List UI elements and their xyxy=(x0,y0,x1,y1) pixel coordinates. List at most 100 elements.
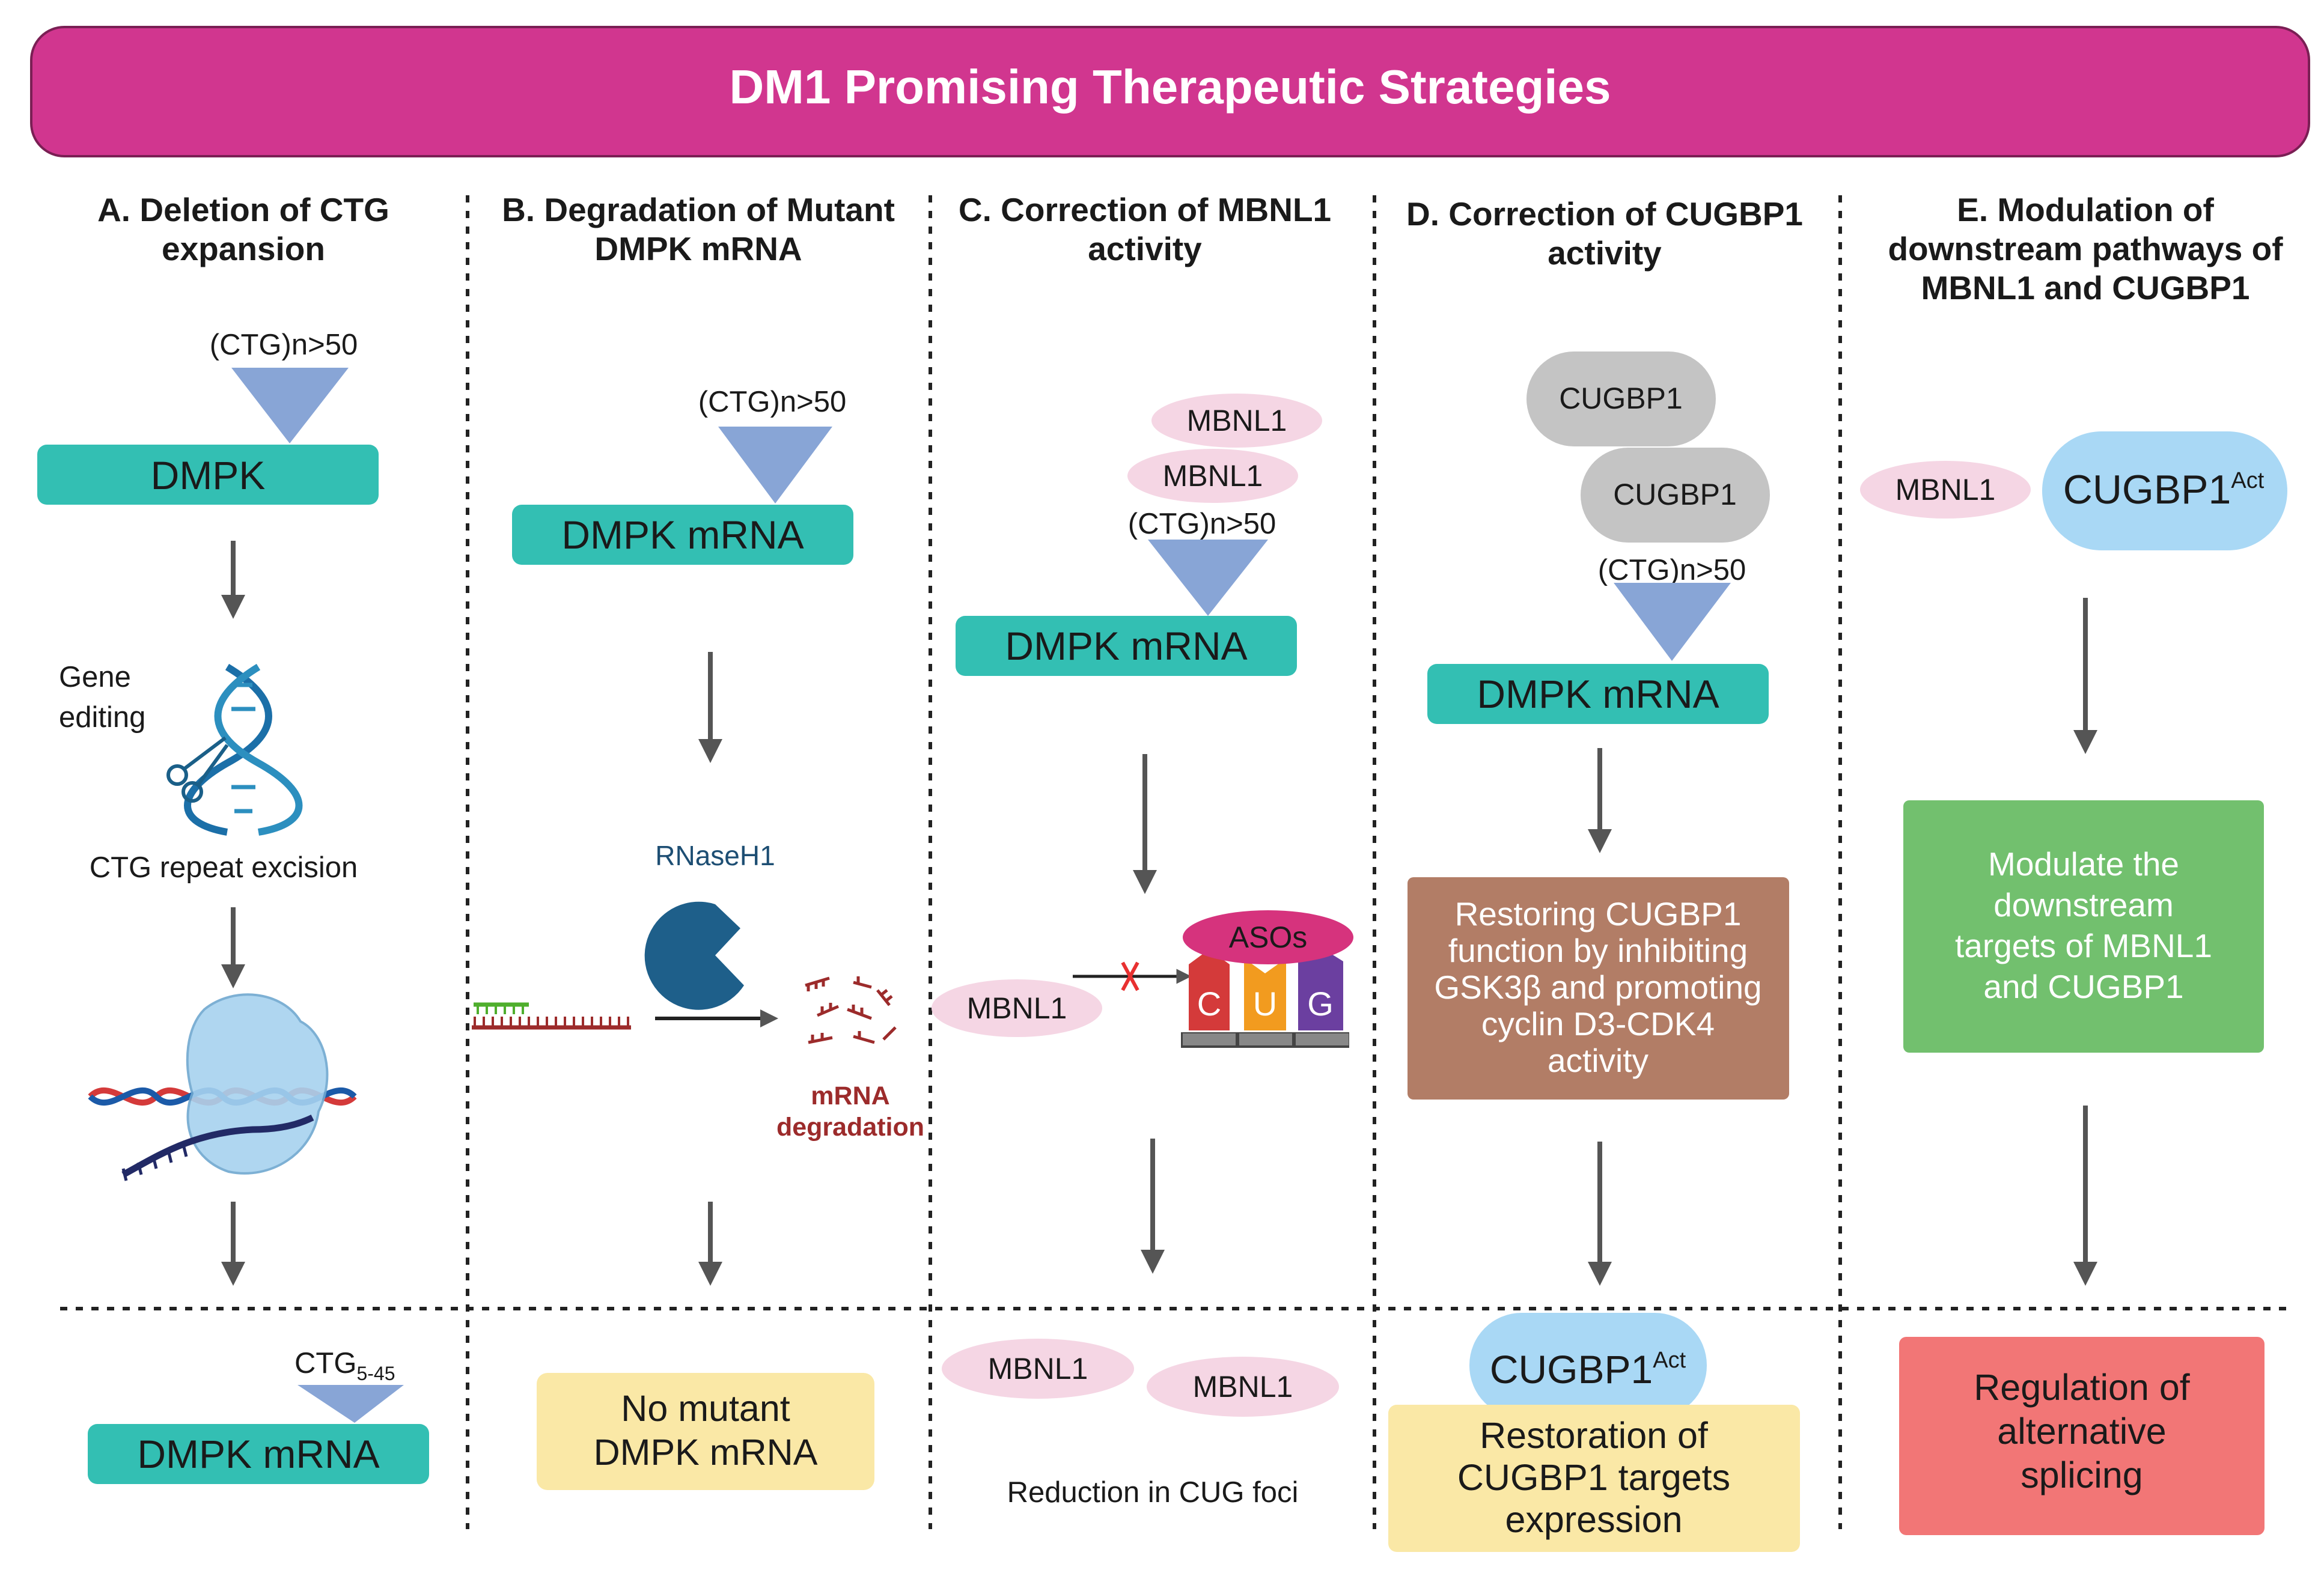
cugbp1-blob-2 xyxy=(1581,448,1770,543)
mechanism-box-d xyxy=(1408,877,1789,1100)
aso-label: ASOs xyxy=(1229,920,1308,954)
dmpk-mrna-box-c xyxy=(956,616,1297,676)
mbnl1-oval-c2-label: MBNL1 xyxy=(1163,459,1263,493)
column-e: E. Modulation of downstream pathways of … xyxy=(1860,191,2287,1535)
repeat-triangle-b xyxy=(718,427,832,503)
mbnl1-oval-c1 xyxy=(1151,394,1322,448)
heading-c-line2: activity xyxy=(1088,230,1202,267)
cugbp1-blob-2-label: CUGBP1 xyxy=(1613,478,1737,511)
column-c: C. Correction of MBNL1 activity MBNL1 MB… xyxy=(932,191,1353,1509)
mbnl1-free-oval-c-label: MBNL1 xyxy=(967,991,1067,1025)
mbnl1-free-oval-c xyxy=(932,979,1102,1037)
heading-e-line2: downstream pathways of xyxy=(1888,230,2283,267)
mechanism-box-d-line4: cyclin D3-CDK4 xyxy=(1481,1005,1715,1042)
letter-c: C xyxy=(1197,985,1221,1023)
rnaseh1-icon xyxy=(644,901,744,1010)
mrna-degradation-line1: mRNA xyxy=(811,1082,889,1110)
result-mbnl1-oval-c2-label: MBNL1 xyxy=(1193,1370,1293,1404)
heading-d-line1: D. Correction of CUGBP1 xyxy=(1406,195,1803,233)
cug-repeat-icon: C U G xyxy=(1181,946,1349,1048)
repeat-triangle-d xyxy=(1614,583,1731,661)
heading-d-line2: activity xyxy=(1548,234,1662,272)
result-box-b-line2: DMPK mRNA xyxy=(594,1432,818,1473)
column-a: A. Deletion of CTG expansion (CTG)n>50 D… xyxy=(37,191,429,1484)
dmpk-box-a-label: DMPK xyxy=(151,453,266,497)
green-box-e xyxy=(1903,800,2264,1053)
result-box-d-line1: Restoration of xyxy=(1480,1415,1709,1456)
repeat-label-a: (CTG)n>50 xyxy=(210,329,358,361)
dna-helix-icon xyxy=(184,663,303,836)
heading-b-line1: B. Degradation of Mutant xyxy=(502,191,895,228)
rna-strand-icon xyxy=(472,1002,631,1030)
result-pill-d xyxy=(1469,1313,1707,1418)
repeat-triangle-a xyxy=(231,368,349,443)
cugbp1-act-pill-e-label: CUGBP1Act xyxy=(2063,467,2265,513)
heading-e-line3: MBNL1 and CUGBP1 xyxy=(1921,269,2250,306)
result-box-e-line3: splicing xyxy=(2021,1455,2143,1495)
result-box-d-line2: CUGBP1 targets xyxy=(1457,1457,1730,1498)
heading-e-line1: E. Modulation of xyxy=(1957,191,2214,228)
mechanism-box-d-line5: activity xyxy=(1548,1042,1649,1079)
gene-editing-line2: editing xyxy=(59,701,145,734)
heading-a-line1: A. Deletion of CTG xyxy=(97,191,389,228)
heading-c-line1: C. Correction of MBNL1 xyxy=(959,191,1331,228)
green-box-e-line3: targets of MBNL1 xyxy=(1955,927,2212,964)
excision-label: CTG repeat excision xyxy=(90,851,358,884)
dmpk-box-a xyxy=(37,445,379,505)
degraded-fragments-icon xyxy=(805,976,897,1044)
repeat-triangle-c xyxy=(1148,540,1268,616)
result-box-e xyxy=(1899,1337,2265,1535)
gene-editing-line1: Gene xyxy=(59,661,131,693)
letter-g: G xyxy=(1307,985,1334,1023)
mrna-degradation-line2: degradation xyxy=(776,1113,924,1142)
result-dmpk-box-a-label: DMPK mRNA xyxy=(137,1432,379,1476)
dmpk-mrna-box-d xyxy=(1427,664,1769,724)
result-text-c: Reduction in CUG foci xyxy=(1007,1476,1299,1509)
diagram-title: DM1 Promising Therapeutic Strategies xyxy=(729,60,1611,114)
green-box-e-line1: Modulate the xyxy=(1988,845,2179,883)
dmpk-mrna-box-c-label: DMPK mRNA xyxy=(1005,624,1247,668)
repeat-label-b: (CTG)n>50 xyxy=(698,386,846,418)
result-mbnl1-oval-c1 xyxy=(942,1339,1134,1399)
cugbp1-blob-1 xyxy=(1526,351,1716,446)
green-box-e-line2: downstream xyxy=(1993,886,2174,923)
result-repeat-a: CTG5-45 xyxy=(294,1347,395,1384)
result-mbnl1-oval-c1-label: MBNL1 xyxy=(988,1352,1088,1386)
green-box-e-line4: and CUGBP1 xyxy=(1983,968,2183,1005)
column-d: D. Correction of CUGBP1 activity CUGBP1 … xyxy=(1388,195,1803,1552)
result-box-d-line3: expression xyxy=(1505,1499,1683,1540)
cugbp1-blob-1-label: CUGBP1 xyxy=(1559,382,1683,415)
result-box-e-line1: Regulation of xyxy=(1974,1367,2191,1408)
mbnl1-oval-c2 xyxy=(1127,449,1298,503)
column-dividers xyxy=(60,195,2290,1529)
mechanism-box-d-line2: function by inhibiting xyxy=(1448,932,1748,969)
cugbp1-act-pill-e xyxy=(2042,431,2287,550)
result-box-d xyxy=(1388,1405,1800,1552)
mechanism-box-d-line3: GSK3β and promoting xyxy=(1434,969,1761,1006)
result-triangle-a xyxy=(297,1385,404,1423)
dmpk-mrna-box-b xyxy=(512,505,853,565)
result-box-b-line1: No mutant xyxy=(621,1388,790,1429)
result-pill-d-label: CUGBP1Act xyxy=(1490,1347,1686,1392)
mbnl1-oval-e xyxy=(1860,461,2031,519)
rnaseh1-label: RNaseH1 xyxy=(655,840,775,871)
block-x-icon xyxy=(1121,961,1139,991)
repeat-label-c: (CTG)n>50 xyxy=(1128,508,1276,540)
aso-oval xyxy=(1183,910,1353,964)
heading-a-line2: expansion xyxy=(162,230,325,267)
letter-u: U xyxy=(1253,985,1277,1023)
heading-b-line2: DMPK mRNA xyxy=(594,230,802,267)
mechanism-box-d-line1: Restoring CUGBP1 xyxy=(1455,895,1742,932)
dmpk-mrna-box-b-label: DMPK mRNA xyxy=(561,513,804,557)
mbnl1-oval-c1-label: MBNL1 xyxy=(1187,404,1287,437)
title-banner: DM1 Promising Therapeutic Strategies xyxy=(30,26,2310,157)
scissors-icon xyxy=(166,736,229,803)
result-mbnl1-oval-c2 xyxy=(1147,1357,1339,1417)
column-b: B. Degradation of Mutant DMPK mRNA (CTG)… xyxy=(472,191,924,1490)
result-box-e-line2: alternative xyxy=(1997,1411,2166,1452)
mbnl1-oval-e-label: MBNL1 xyxy=(1895,473,1996,507)
cas-protein-icon xyxy=(88,993,357,1181)
result-box-b xyxy=(537,1373,874,1490)
result-dmpk-box-a xyxy=(88,1424,429,1484)
